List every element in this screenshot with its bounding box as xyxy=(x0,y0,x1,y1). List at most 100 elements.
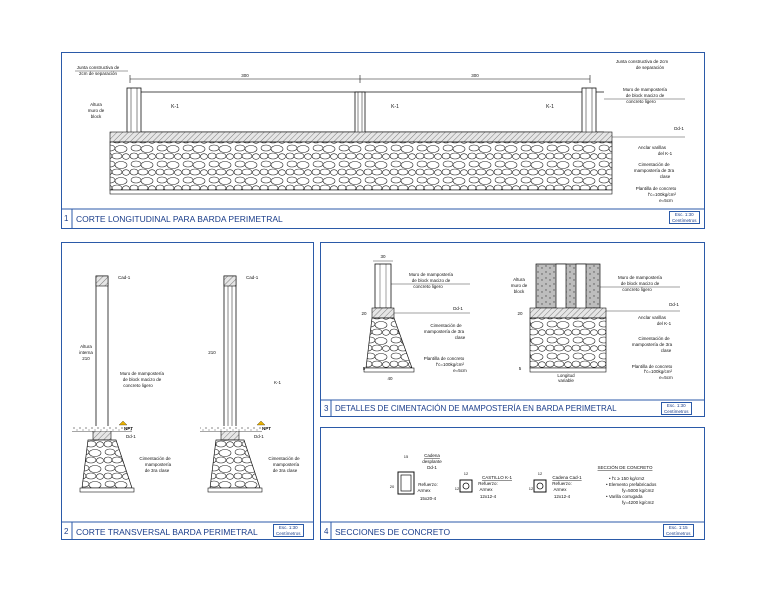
panel1-title: CORTE LONGITUDINAL PARA BARDA PERIMETRAL xyxy=(76,214,283,224)
label-anclar-p3-2: del K-1 xyxy=(657,321,672,326)
panel2-number: 2 xyxy=(64,527,69,536)
label-muro-3: concreto ligero xyxy=(626,99,656,104)
dim-300-right: 300 xyxy=(471,73,479,78)
label-spec-1: • f'c ≥ 150 kg/cm2 xyxy=(609,476,645,481)
panel4-title: SECCIONES DE CONCRETO xyxy=(335,527,451,537)
label-cimen-left-3: de 3ra clase xyxy=(145,468,170,473)
panel4-units: Centímetros xyxy=(666,530,691,536)
panel3-drawing: 30 20 5 40 Muro de mampostería de block … xyxy=(361,254,680,383)
label-muro-p3-6: concreto ligero xyxy=(622,287,652,292)
label-dd1-p3b: Dd-1 xyxy=(669,302,679,307)
label-plantilla-3: e=5cm xyxy=(659,198,673,203)
label-cadena-1: Cadena xyxy=(424,453,440,458)
label-altura-3: block xyxy=(91,114,102,119)
label-muro-2: de block macizo de xyxy=(626,93,665,98)
label-k1-b: K-1 xyxy=(391,104,399,110)
panel4-number: 4 xyxy=(324,527,329,536)
label-castillo-4: 12x12-4 xyxy=(480,494,497,499)
label-junta-right: Junta constructiva de 2cm xyxy=(616,59,669,64)
panel-secciones xyxy=(320,427,705,540)
panel2-drawing: Cad-1 Altura interna 210 Muro de mampost… xyxy=(72,275,300,493)
label-castillo-2: Refuerzo: xyxy=(478,481,498,486)
label-cimen-p3-4: Cimentación de xyxy=(638,336,670,341)
label-altura-p3: Altura xyxy=(513,277,525,282)
label-cad1-2: Refuerzo: xyxy=(552,481,572,486)
label-spec-2: • Elemento prefabricados xyxy=(606,482,657,487)
label-cad1-section: Cadena Cad-1 xyxy=(552,475,582,480)
label-muro-p3-2: de block macizo de xyxy=(412,278,451,283)
label-cad1-4: 12x12-4 xyxy=(554,494,571,499)
panel-detalles xyxy=(320,242,705,417)
label-cimen-3: clase xyxy=(660,174,671,179)
label-altura: Altura xyxy=(90,102,102,107)
label-altura-int-2: interna xyxy=(79,350,93,355)
dala-dd1-band xyxy=(109,131,613,143)
label-junta-right-2: de separación xyxy=(636,65,665,70)
label-cadena-4: Refuerzo: xyxy=(418,482,438,487)
label-cimen-1: Cimentación de xyxy=(638,162,670,167)
panel1-drawing: 300 300 Junta constructiva de 2cm de sep… xyxy=(75,59,685,203)
panel2-units: Centímetros xyxy=(276,530,301,536)
panel1-number: 1 xyxy=(64,214,69,223)
label-plantilla-p3-6: e=5cm xyxy=(659,375,673,380)
label-muro-p3-4: Muro de mampostería xyxy=(618,275,663,280)
panel1-units: Centímetros xyxy=(672,217,697,223)
panel-transversal xyxy=(61,242,314,540)
label-cadena-2: desplante xyxy=(422,459,442,464)
panel3-scale-value: Esc. 1:30 xyxy=(666,403,686,408)
label-s12-b: 12 xyxy=(455,486,460,491)
label-plantilla-p3-3: e=5cm xyxy=(453,368,467,373)
dim-300-left: 300 xyxy=(241,73,249,78)
label-k1-a: K-1 xyxy=(171,104,179,110)
panel2-title: CORTE TRANSVERSAL BARDA PERIMETRAL xyxy=(76,527,258,537)
panel-longitudinal xyxy=(61,52,705,229)
label-cimen-right-1: Cimentación de xyxy=(268,456,300,461)
label-altura-int: Altura xyxy=(80,344,92,349)
label-cimen-p3-5: mampostería de 3ra xyxy=(632,342,673,347)
label-d30: 30 xyxy=(380,254,386,259)
label-s20: 20 xyxy=(390,484,395,489)
label-plantilla-2: f'c=100kg/cm² xyxy=(648,192,676,197)
label-dd1-p3a: Dd-1 xyxy=(453,306,463,311)
label-altura-2: muro de xyxy=(88,108,105,113)
label-junta-left: Junta constructiva de xyxy=(77,65,120,70)
label-cadena-5: Armex xyxy=(417,488,431,493)
label-muro-p2-1: Muro de mampostería xyxy=(120,371,165,376)
label-dd1-left: Dd-1 xyxy=(126,434,136,439)
label-anclar-2: del K-1 xyxy=(658,151,673,156)
label-plantilla-p3-5: f'c=100kg/cm² xyxy=(644,369,672,374)
label-dd1: Dd-1 xyxy=(674,126,684,131)
label-spec-4: • Varilla corrugada xyxy=(606,494,643,499)
label-muro-p3-5: de block macizo de xyxy=(621,281,660,286)
label-cimen-left-2: mampostería xyxy=(145,462,172,467)
label-cimen-left-1: Cimentación de xyxy=(139,456,171,461)
label-cad1-left: Cad-1 xyxy=(118,275,131,280)
label-d20-a: 20 xyxy=(361,311,367,316)
label-muro-p3-1: Muro de mampostería xyxy=(409,272,454,277)
label-d40: 40 xyxy=(387,376,393,381)
label-s12-c: 12 xyxy=(538,471,543,476)
label-seccion-concreto: SECCIÓN DE CONCRETO xyxy=(598,464,653,470)
label-npt-left: NPT xyxy=(124,426,133,431)
label-muro-p2-3: concreto ligero xyxy=(123,383,153,388)
label-muro-p2-2: de block macizo de xyxy=(123,377,162,382)
label-cimen-right-2: mampostería xyxy=(273,462,300,467)
label-longitud-2: variable xyxy=(558,378,574,383)
label-castillo-1: CASTILLO K-1 xyxy=(482,475,513,480)
label-altura-p3-3: block xyxy=(514,289,525,294)
label-spec-3: fy=5000 kg/cm2 xyxy=(622,488,654,493)
label-plantilla-p3-2: f'c=100kg/cm² xyxy=(436,362,464,367)
label-plantilla-p3-4: Plantilla de concreto xyxy=(632,364,673,369)
label-altura-p3-2: muro de xyxy=(511,283,528,288)
label-npt-right: NPT xyxy=(262,426,271,431)
label-muro-p3-3: concreto ligero xyxy=(413,284,443,289)
panel3-number: 3 xyxy=(324,404,329,413)
label-210: 210 xyxy=(208,350,216,355)
label-spec-5: fy=4200 kg/cm2 xyxy=(622,500,654,505)
label-d5-a: 5 xyxy=(363,366,366,371)
panel3-title: DETALLES DE CIMENTACIÓN DE MAMPOSTERÍA E… xyxy=(335,404,617,413)
label-k1-c: K-1 xyxy=(546,104,554,110)
panel3-scale: Esc. 1:30 Centímetros xyxy=(661,402,692,415)
label-anclar-p3-1: Anclar varillas xyxy=(638,315,667,320)
